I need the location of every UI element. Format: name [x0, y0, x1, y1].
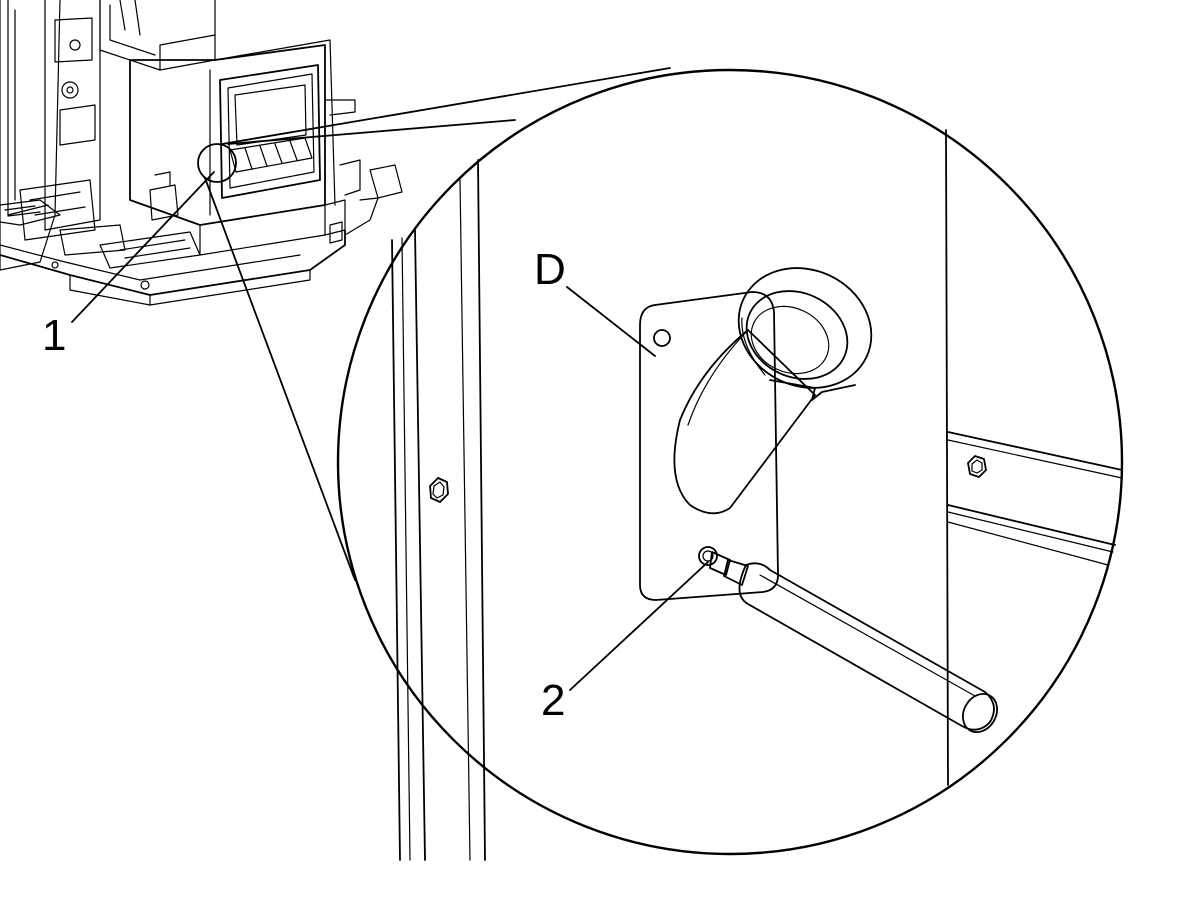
callout-label-d: D — [534, 245, 566, 294]
detail-view — [336, 68, 1124, 861]
callout-1: 1 — [42, 171, 215, 360]
callout-2: 2 — [541, 561, 709, 725]
marker-pen — [709, 551, 998, 733]
callout-label-1: 1 — [42, 311, 66, 360]
callout-label-2: 2 — [541, 676, 565, 725]
machine-overview — [0, 0, 403, 306]
hex-nut-right — [967, 455, 987, 478]
magnifier-lines — [197, 67, 671, 581]
hex-nut-left — [429, 477, 449, 503]
funnel-bracket-d — [639, 267, 873, 601]
callout-d: D — [534, 245, 656, 357]
